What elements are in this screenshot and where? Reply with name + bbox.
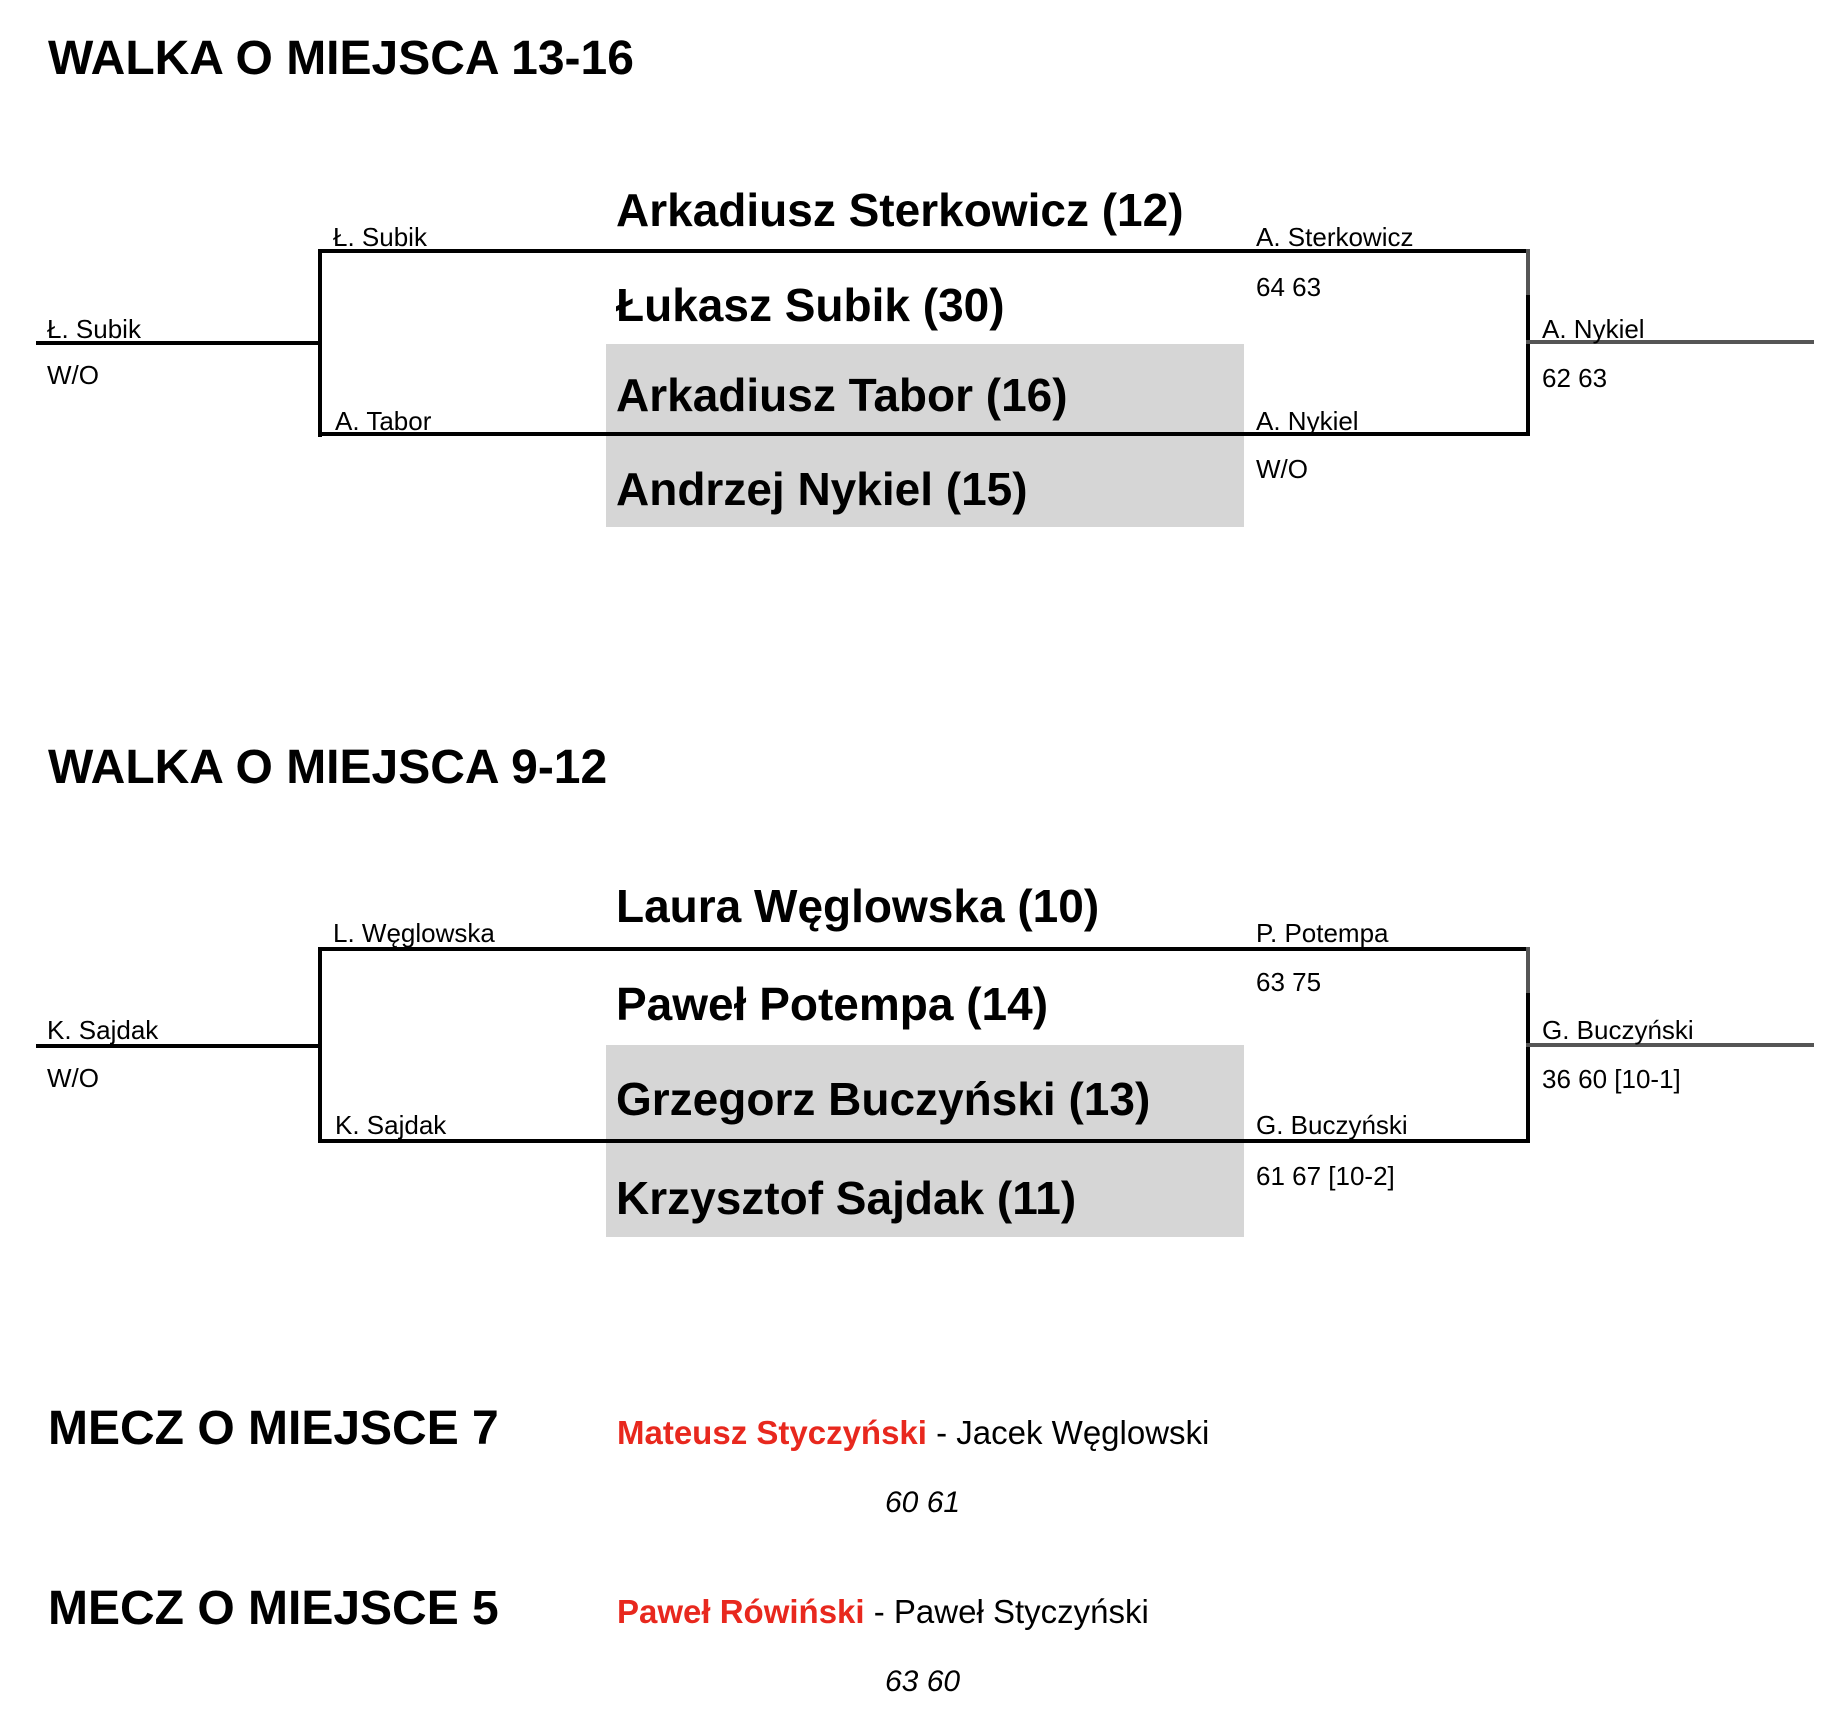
draw-player-1: Arkadiusz Sterkowicz (12) <box>616 184 1184 236</box>
right-bottom-score: W/O <box>1256 454 1308 484</box>
match-title-place-5: MECZ O MIEJSCE 5 <box>48 1582 499 1635</box>
draw-player-2: Łukasz Subik (30) <box>616 279 1005 331</box>
right-top-score: 63 75 <box>1256 967 1322 997</box>
left-winner: K. Sajdak <box>47 1015 159 1045</box>
match-separator: - <box>926 1414 957 1451</box>
right-bottom-player: G. Buczyński <box>1256 1110 1408 1140</box>
match-winner: Paweł Rówiński <box>617 1593 865 1630</box>
draw-player-4: Krzysztof Sajdak (11) <box>616 1172 1077 1224</box>
match-loser: Paweł Styczyński <box>893 1593 1149 1630</box>
left-top-player: Ł. Subik <box>333 222 427 252</box>
left-bottom-player: K. Sajdak <box>335 1110 447 1140</box>
match-players-place-5: Paweł Rówiński - Paweł Styczyński <box>617 1595 1149 1628</box>
left-winner-score: W/O <box>47 1063 99 1093</box>
bracket-line-right-out <box>1526 340 1814 344</box>
bracket-line-right-out <box>1526 1043 1814 1047</box>
right-winner-score: 36 60 [10-1] <box>1542 1064 1681 1094</box>
left-bottom-player: A. Tabor <box>335 406 432 436</box>
bracket-line-right-vertical-lower <box>1526 295 1530 436</box>
bracket-line-top <box>318 249 1530 253</box>
left-winner-score: W/O <box>47 360 99 390</box>
draw-player-2: Paweł Potempa (14) <box>616 978 1049 1030</box>
draw-player-4: Andrzej Nykiel (15) <box>616 463 1028 515</box>
right-top-player: A. Sterkowicz <box>1256 222 1414 252</box>
right-top-score: 64 63 <box>1256 272 1322 302</box>
bracket-line-left-out <box>36 1044 322 1048</box>
match-loser: Jacek Węglowski <box>956 1414 1210 1451</box>
bracket-line-left-out <box>36 341 322 345</box>
bracket-line-left-vertical <box>318 249 322 437</box>
right-winner: G. Buczyński <box>1542 1015 1694 1045</box>
bracket-line-right-vertical-lower <box>1526 993 1530 1143</box>
draw-player-3: Grzegorz Buczyński (13) <box>616 1073 1151 1125</box>
bracket-line-right-vertical-upper <box>1526 947 1530 993</box>
match-winner: Mateusz Styczyński <box>617 1414 927 1451</box>
match-score-place-5: 63 60 <box>885 1665 961 1698</box>
bracket-line-right-vertical-upper <box>1526 249 1530 295</box>
section-places-9-12: WALKA O MIEJSCA 9-12 Laura Węglowska (10… <box>0 698 1844 1398</box>
left-winner: Ł. Subik <box>47 314 141 344</box>
bracket-line-left-vertical <box>318 947 322 1143</box>
bracket-line-bottom <box>318 1139 1530 1143</box>
section-title: WALKA O MIEJSCA 13-16 <box>48 32 634 85</box>
section-places-13-16: WALKA O MIEJSCA 13-16 Arkadiusz Sterkowi… <box>0 0 1844 700</box>
match-players-place-7: Mateusz Styczyński - Jacek Węglowski <box>617 1416 1209 1449</box>
left-top-player: L. Węglowska <box>333 918 495 948</box>
bracket-line-bottom <box>318 432 1530 436</box>
right-top-player: P. Potempa <box>1256 918 1389 948</box>
right-winner-score: 62 63 <box>1542 363 1608 393</box>
draw-player-1: Laura Węglowska (10) <box>616 880 1100 932</box>
match-score-place-7: 60 61 <box>885 1486 961 1519</box>
section-title: WALKA O MIEJSCA 9-12 <box>48 741 608 794</box>
bracket-line-top <box>318 947 1530 951</box>
right-bottom-score: 61 67 [10-2] <box>1256 1161 1395 1191</box>
match-separator: - <box>864 1593 894 1630</box>
match-title-place-7: MECZ O MIEJSCE 7 <box>48 1402 499 1455</box>
right-winner: A. Nykiel <box>1542 314 1645 344</box>
right-bottom-player: A. Nykiel <box>1256 406 1359 436</box>
draw-player-3: Arkadiusz Tabor (16) <box>616 369 1068 421</box>
